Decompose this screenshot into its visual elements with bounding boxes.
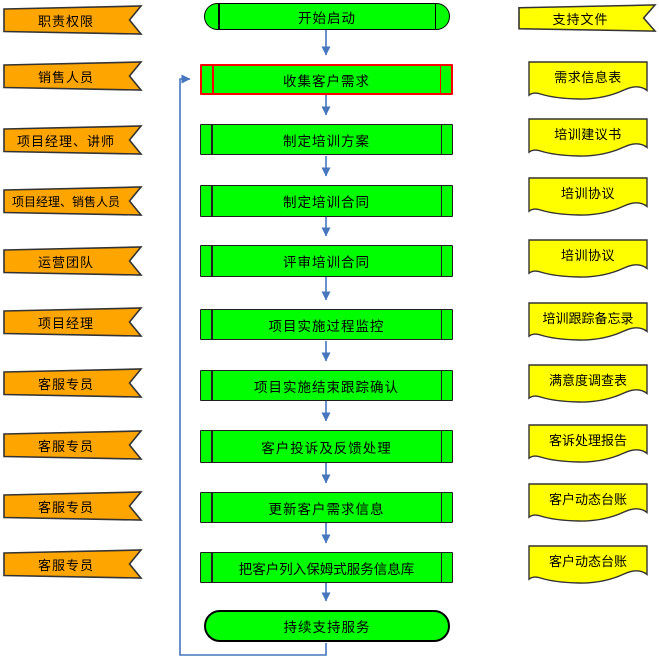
document-training-agreement-1[interactable]: 培训协议: [528, 177, 648, 217]
doc-label: 支持文件: [552, 11, 609, 27]
flow-step-collect-requirements[interactable]: 收集客户需求: [200, 64, 453, 95]
document-shape-icon: [528, 118, 648, 157]
role-banner-cs-1[interactable]: 客服专员: [3, 368, 143, 398]
document-shape-icon: [528, 424, 648, 463]
flow-step-label: 评审培训合同: [283, 255, 370, 270]
doc-label: 客户动态台账: [548, 491, 627, 507]
document-training-tracking-memo[interactable]: 培训跟踪备忘录: [528, 302, 648, 342]
document-training-proposal[interactable]: 培训建议书: [528, 118, 648, 158]
flow-step-label: 把客户列入保姆式服务信息库: [238, 561, 415, 577]
doc-label: 客诉处理报告: [548, 432, 627, 448]
document-customer-ledger-2[interactable]: 客户动态台账: [528, 545, 648, 585]
doc-label: 培训协议: [560, 247, 615, 263]
banner-shape-icon: [3, 307, 143, 337]
role-label: 运营团队: [37, 254, 94, 270]
banner-shape-icon: [3, 125, 143, 155]
flow-terminator-continuous-support[interactable]: 持续支持服务: [204, 610, 450, 642]
flow-step-label: 收集客户需求: [283, 73, 370, 89]
banner-shape-icon: [3, 430, 143, 460]
banner-shape-icon: [3, 368, 143, 398]
flow-step-update-requirements[interactable]: 更新客户需求信息: [200, 492, 453, 523]
banner-shape-icon: [3, 491, 143, 521]
flow-step-label: 持续支持服务: [283, 620, 371, 635]
role-banner-cs-2[interactable]: 客服专员: [3, 430, 143, 460]
role-banner-cs-4[interactable]: 客服专员: [3, 549, 143, 579]
doc-label: 客户动态台账: [548, 553, 627, 569]
document-shape-icon: [528, 545, 648, 584]
role-banner-pm-sales[interactable]: 项目经理、销售人员: [3, 186, 143, 216]
role-banner-pm[interactable]: 项目经理: [3, 307, 143, 337]
role-banner-cs-3[interactable]: 客服专员: [3, 491, 143, 521]
banner-shape-icon: [3, 549, 143, 579]
document-shape-icon: [528, 61, 648, 100]
flow-step-label: 开始启动: [298, 10, 356, 26]
role-label: 客服专员: [37, 438, 94, 454]
doc-label: 培训跟踪备忘录: [542, 310, 634, 326]
flow-step-label: 制定培训合同: [283, 195, 370, 210]
flow-step-label: 客户投诉及反馈处理: [261, 440, 392, 456]
role-banner-header[interactable]: 职责权限: [3, 5, 143, 35]
flow-step-process-monitoring[interactable]: 项目实施过程监控: [200, 309, 453, 340]
flow-step-training-contract[interactable]: 制定培训合同: [200, 185, 453, 217]
document-training-agreement-2[interactable]: 培训协议: [528, 239, 648, 279]
doc-label: 需求信息表: [554, 69, 622, 85]
role-label: 客服专员: [37, 557, 94, 573]
banner-shape-icon: [3, 61, 143, 91]
document-shape-icon: [528, 177, 648, 216]
banner-shape-icon: [518, 4, 657, 32]
flow-step-review-contract[interactable]: 评审培训合同: [200, 245, 453, 277]
document-shape-icon: [528, 239, 648, 278]
flow-step-label: 项目实施结束跟踪确认: [254, 379, 399, 395]
doc-banner-header[interactable]: 支持文件: [518, 4, 657, 32]
flow-step-training-plan[interactable]: 制定培训方案: [200, 124, 453, 155]
role-banner-operations[interactable]: 运营团队: [3, 246, 143, 276]
role-label: 项目经理、销售人员: [11, 194, 120, 209]
flow-step-completion-tracking[interactable]: 项目实施结束跟踪确认: [200, 370, 453, 401]
banner-shape-icon: [3, 246, 143, 276]
document-customer-ledger-1[interactable]: 客户动态台账: [528, 483, 648, 523]
flow-step-label: 制定培训方案: [283, 133, 370, 149]
role-banner-sales[interactable]: 销售人员: [3, 61, 143, 91]
document-requirements-form[interactable]: 需求信息表: [528, 61, 648, 101]
banner-shape-icon: [3, 186, 143, 216]
role-label: 职责权限: [37, 13, 94, 29]
role-label: 项目经理: [37, 315, 94, 331]
flow-step-complaint-feedback[interactable]: 客户投诉及反馈处理: [200, 430, 453, 463]
flow-terminator-start[interactable]: 开始启动: [204, 3, 450, 30]
banner-shape-icon: [3, 5, 143, 35]
document-shape-icon: [528, 483, 648, 522]
doc-label: 培训建议书: [554, 126, 622, 142]
role-label: 客服专员: [37, 376, 94, 392]
doc-label: 培训协议: [560, 185, 615, 201]
flow-step-label: 更新客户需求信息: [268, 501, 385, 517]
document-complaint-report[interactable]: 客诉处理报告: [528, 424, 648, 464]
role-label: 销售人员: [37, 69, 94, 85]
flow-step-nanny-service-db[interactable]: 把客户列入保姆式服务信息库: [200, 552, 453, 583]
document-shape-icon: [528, 364, 648, 403]
doc-label: 满意度调查表: [548, 372, 627, 388]
document-shape-icon: [528, 302, 648, 341]
role-label: 客服专员: [37, 499, 94, 515]
flow-step-label: 项目实施过程监控: [268, 318, 385, 334]
role-banner-pm-lecturer[interactable]: 项目经理、讲师: [3, 125, 143, 155]
role-label: 项目经理、讲师: [16, 133, 115, 149]
document-satisfaction-survey[interactable]: 满意度调查表: [528, 364, 648, 404]
